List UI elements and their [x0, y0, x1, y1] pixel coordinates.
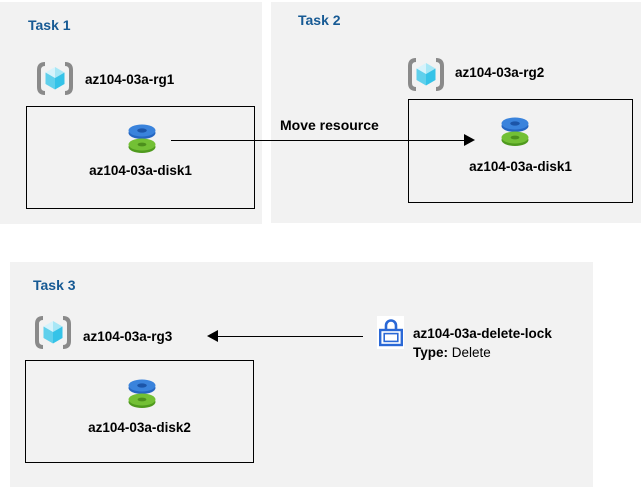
resource-group-icon [408, 58, 444, 91]
task3-panel [10, 262, 593, 487]
lock-arrow-line [218, 335, 363, 337]
task3-disk-label: az104-03a-disk2 [88, 420, 191, 435]
disk-icon [128, 124, 156, 153]
task2-disk-box [408, 99, 633, 203]
task3-disk-box [25, 360, 254, 463]
task1-disk-box [26, 106, 255, 209]
disk-icon [128, 379, 156, 408]
lock-type-label: Type: [413, 345, 449, 360]
task2-rg-label: az104-03a-rg2 [455, 65, 545, 80]
lock-icon [378, 319, 403, 347]
lock-name-label: az104-03a-delete-lock [413, 326, 552, 341]
lock-type-line: Type: Delete [413, 345, 491, 360]
task2-title: Task 2 [298, 12, 341, 28]
task1-title: Task 1 [28, 17, 71, 33]
resource-group-icon [37, 62, 73, 95]
lock-arrow-head [207, 330, 218, 342]
task2-panel [271, 2, 641, 223]
lock-type-value: Delete [451, 345, 491, 360]
task1-disk-label: az104-03a-disk1 [89, 163, 192, 178]
task3-rg-label: az104-03a-rg3 [83, 329, 173, 344]
resource-group-icon [35, 316, 71, 349]
task3-title: Task 3 [33, 277, 76, 293]
task1-panel [0, 2, 262, 224]
move-arrow-line [171, 139, 466, 141]
task1-rg-label: az104-03a-rg1 [85, 72, 175, 87]
task2-disk-label: az104-03a-disk1 [469, 159, 572, 174]
disk-icon [501, 117, 529, 146]
move-resource-label: Move resource [280, 117, 379, 133]
move-arrow-head [464, 134, 475, 146]
